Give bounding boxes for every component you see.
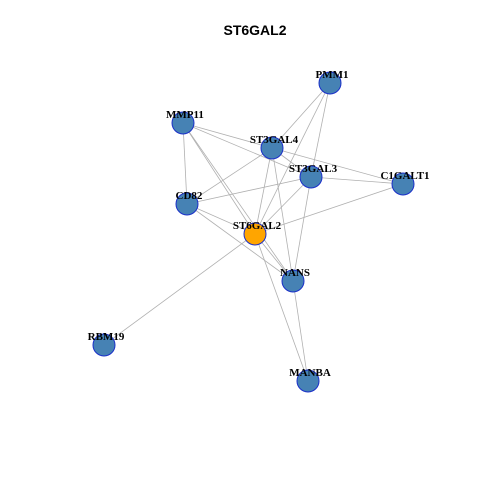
edge-st6gal2-c1galt1 <box>254 183 404 235</box>
node-circle <box>92 333 116 357</box>
edge-mmp11-nans <box>182 122 294 282</box>
edge-st6gal2-pmm1 <box>254 82 331 235</box>
node-label: CD82 <box>176 190 203 202</box>
node-circle <box>175 192 199 216</box>
node-label: PMM1 <box>316 69 349 81</box>
node-st3gal3: ST3GAL3 <box>289 163 338 189</box>
edge-mmp11-st3gal3 <box>182 122 312 178</box>
node-circle <box>391 172 415 196</box>
node-label: RBM19 <box>88 331 125 343</box>
graph-title: ST6GAL2 <box>223 22 286 38</box>
node-st3gal4: ST3GAL4 <box>250 134 299 160</box>
edge-st3gal4-cd82 <box>186 147 273 205</box>
edge-st3gal3-cd82 <box>186 176 312 205</box>
node-st6gal2: ST6GAL2 <box>233 220 282 246</box>
node-circle <box>243 222 267 246</box>
edge-mmp11-cd82 <box>182 122 188 205</box>
edge-st6gal2-mmp11 <box>182 122 256 235</box>
node-nans: NANS <box>280 267 310 293</box>
node-circle <box>318 71 342 95</box>
node-label: MMP11 <box>166 109 204 121</box>
edge-nans-manba <box>292 280 309 382</box>
edge-st6gal2-st3gal4 <box>254 147 273 235</box>
node-label: ST3GAL4 <box>250 134 299 146</box>
node-cd82: CD82 <box>175 190 203 216</box>
edge-st3gal3-nans <box>292 176 312 282</box>
node-rbm19: RBM19 <box>88 331 125 357</box>
node-manba: MANBA <box>289 367 331 393</box>
node-circle <box>296 369 320 393</box>
edge-st6gal2-rbm19 <box>103 233 256 346</box>
node-circle <box>299 165 323 189</box>
edge-pmm1-st3gal4 <box>271 82 331 149</box>
node-label: MANBA <box>289 367 331 379</box>
edge-mmp11-st3gal4 <box>182 122 273 149</box>
edge-st3gal3-c1galt1 <box>310 176 404 185</box>
node-circle <box>171 111 195 135</box>
node-circle <box>281 269 305 293</box>
edge-st3gal4-nans <box>271 147 294 282</box>
edge-cd82-nans <box>186 203 294 282</box>
node-label: ST6GAL2 <box>233 220 282 232</box>
node-label: ST3GAL3 <box>289 163 338 175</box>
node-layer: PMM1MMP11ST3GAL4ST3GAL3C1GALT1CD82ST6GAL… <box>88 69 430 393</box>
node-c1galt1: C1GALT1 <box>380 170 430 196</box>
edge-layer <box>103 82 404 382</box>
node-label: C1GALT1 <box>380 170 429 182</box>
edge-st6gal2-cd82 <box>186 203 256 235</box>
edge-pmm1-st3gal3 <box>310 82 331 178</box>
edge-st3gal4-c1galt1 <box>271 147 404 185</box>
node-circle <box>260 136 284 160</box>
edge-st6gal2-st3gal3 <box>254 176 312 235</box>
node-label: NANS <box>280 267 310 279</box>
node-pmm1: PMM1 <box>316 69 349 95</box>
edge-st6gal2-manba <box>254 233 309 382</box>
node-mmp11: MMP11 <box>166 109 204 135</box>
